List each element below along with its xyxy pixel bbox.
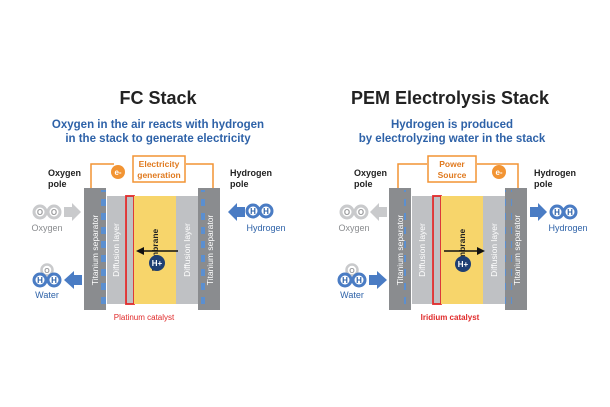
fc-water-oxygen-label: O — [44, 268, 50, 275]
pem-water-oxygen-icon — [345, 263, 359, 277]
pem-water-in-arrow-icon — [369, 271, 387, 289]
pem-proton-label: H+ — [458, 260, 469, 269]
pem-oxygen-atom-icon-2 — [353, 204, 369, 220]
pem-oxygen-label: Oxygen — [338, 223, 369, 233]
fc-hydrogen-label: Hydrogen — [246, 223, 285, 233]
fc-water-out-arrow-icon — [64, 271, 82, 289]
pem-right-diffusion-label: Diffusion layer — [489, 223, 499, 277]
pem-oxygen-atom-label: O — [344, 208, 350, 217]
pem-water-hydrogen-label: H — [342, 276, 348, 285]
fc-stack-panel: FC Stack Oxygen in the air reacts with h… — [31, 88, 285, 322]
fc-water-hydrogen-label-2: H — [51, 276, 57, 285]
pem-hydrogen-out-arrow-icon — [530, 203, 547, 221]
pem-left-diffusion-layer — [412, 196, 432, 304]
fc-subtitle-line1: Oxygen in the air reacts with hydrogen — [52, 119, 264, 131]
fc-box-label-1: Electricity — [139, 159, 180, 169]
fc-hydrogen-in-arrow-icon — [228, 203, 245, 221]
pem-iridium-catalyst-layer — [432, 195, 442, 305]
fc-water-hydrogen-label: H — [37, 276, 43, 285]
fc-oxygen-pole-label: Oxygen — [48, 168, 81, 178]
fc-electron-icon — [111, 165, 125, 179]
fc-proton-icon — [149, 255, 165, 271]
pem-oxygen-atom-label-2: O — [358, 208, 364, 217]
fc-oxygen-atom-icon-2 — [46, 204, 62, 220]
pem-hydrogen-pole-label-2: pole — [534, 179, 553, 189]
fc-box-label-2: generation — [137, 170, 180, 180]
pem-hydrogen-label: Hydrogen — [548, 223, 587, 233]
pem-water-hydrogen-label-2: H — [356, 276, 362, 285]
pem-electron-icon — [492, 165, 506, 179]
pem-electron-label: e- — [495, 168, 502, 177]
fc-title: FC Stack — [119, 88, 197, 108]
pem-water-label: Water — [340, 290, 364, 300]
pem-membrane-label: Membrane — [457, 228, 467, 271]
pem-water-oxygen-label: O — [349, 268, 355, 275]
pem-hydrogen-pole-label: Hydrogen — [534, 168, 576, 178]
pem-oxygen-pole-label: Oxygen — [354, 168, 387, 178]
pem-oxygen-pole-label-2: pole — [354, 179, 373, 189]
fc-right-separator-channels — [198, 190, 205, 308]
fc-left-diffusion-layer — [107, 196, 125, 304]
pem-left-separator-label: Titanium separator — [395, 215, 405, 286]
fc-oxygen-pole-label-2: pole — [48, 179, 67, 189]
fc-oxygen-label: Oxygen — [31, 223, 62, 233]
pem-power-source-box — [427, 155, 477, 183]
fc-oxygen-in-arrow-icon — [64, 203, 81, 221]
pem-circuit-wire-right — [477, 163, 519, 188]
fc-oxygen-atom-label-2: O — [51, 208, 57, 217]
pem-proton-arrow-head — [477, 247, 485, 255]
fc-water-hydrogen-icon-2 — [46, 272, 62, 288]
fc-electricity-generation-box — [132, 155, 186, 183]
fc-left-separator-label: Titanium separator — [90, 215, 100, 286]
pem-hydrogen-atom-label: H — [554, 208, 560, 217]
fc-water-label: Water — [35, 290, 59, 300]
fc-right-diffusion-layer — [176, 196, 198, 304]
pem-left-separator-channels — [404, 190, 411, 308]
fc-oxygen-atom-label: O — [37, 208, 43, 217]
pem-oxygen-atom-icon — [339, 204, 355, 220]
fc-proton-label: H+ — [152, 259, 163, 268]
fc-hydrogen-pole-label-2: pole — [230, 179, 249, 189]
fc-catalyst-label: Platinum catalyst — [114, 313, 175, 322]
fc-right-separator-label: Titanium separator — [205, 215, 215, 286]
pem-hydrogen-atom-icon-2 — [562, 204, 578, 220]
fc-water-oxygen-icon — [40, 263, 54, 277]
pem-box-label-1: Power — [439, 159, 465, 169]
fc-circuit-wire-left — [90, 163, 114, 188]
fc-oxygen-atom-icon — [32, 204, 48, 220]
pem-title: PEM Electrolysis Stack — [351, 88, 550, 108]
pem-hydrogen-atom-label-2: H — [567, 208, 573, 217]
pem-stack-panel: PEM Electrolysis Stack Hydrogen is produ… — [337, 88, 588, 322]
fc-hydrogen-atom-icon-2 — [258, 203, 274, 219]
fc-platinum-catalyst-layer — [125, 195, 135, 305]
pem-water-hydrogen-icon-2 — [351, 272, 367, 288]
fc-electron-label: e- — [114, 168, 121, 177]
fc-hydrogen-pole-label: Hydrogen — [230, 168, 272, 178]
pem-catalyst-label: Iridium catalyst — [421, 313, 480, 322]
pem-right-separator-channels — [505, 190, 512, 308]
fc-hydrogen-atom-label: H — [250, 207, 256, 216]
fc-hydrogen-atom-label-2: H — [263, 207, 269, 216]
pem-subtitle-line1: Hydrogen is produced — [391, 119, 513, 131]
pem-circuit-wire-left — [397, 163, 427, 188]
fc-subtitle-line2: in the stack to generate electricity — [65, 133, 251, 145]
fc-proton-arrow-head — [136, 247, 144, 255]
fc-right-diffusion-label: Diffusion layer — [182, 223, 192, 277]
fc-membrane-label: Membrane — [150, 228, 160, 271]
pem-water-hydrogen-icon — [337, 272, 353, 288]
pem-membrane — [441, 196, 483, 304]
pem-subtitle-line2: by electrolyzing water in the stack — [359, 133, 546, 145]
pem-box-label-2: Source — [438, 170, 467, 180]
pem-proton-icon — [455, 256, 471, 272]
pem-left-diffusion-label: Diffusion layer — [417, 223, 427, 277]
fc-left-diffusion-label: Diffusion layer — [111, 223, 121, 277]
pem-right-diffusion-layer — [483, 196, 505, 304]
fc-water-hydrogen-icon — [32, 272, 48, 288]
pem-oxygen-out-arrow-icon — [370, 203, 387, 221]
fc-left-separator-channels — [99, 190, 106, 308]
pem-right-separator-label: Titanium separator — [512, 215, 522, 286]
fc-circuit-wire-right — [186, 163, 214, 188]
